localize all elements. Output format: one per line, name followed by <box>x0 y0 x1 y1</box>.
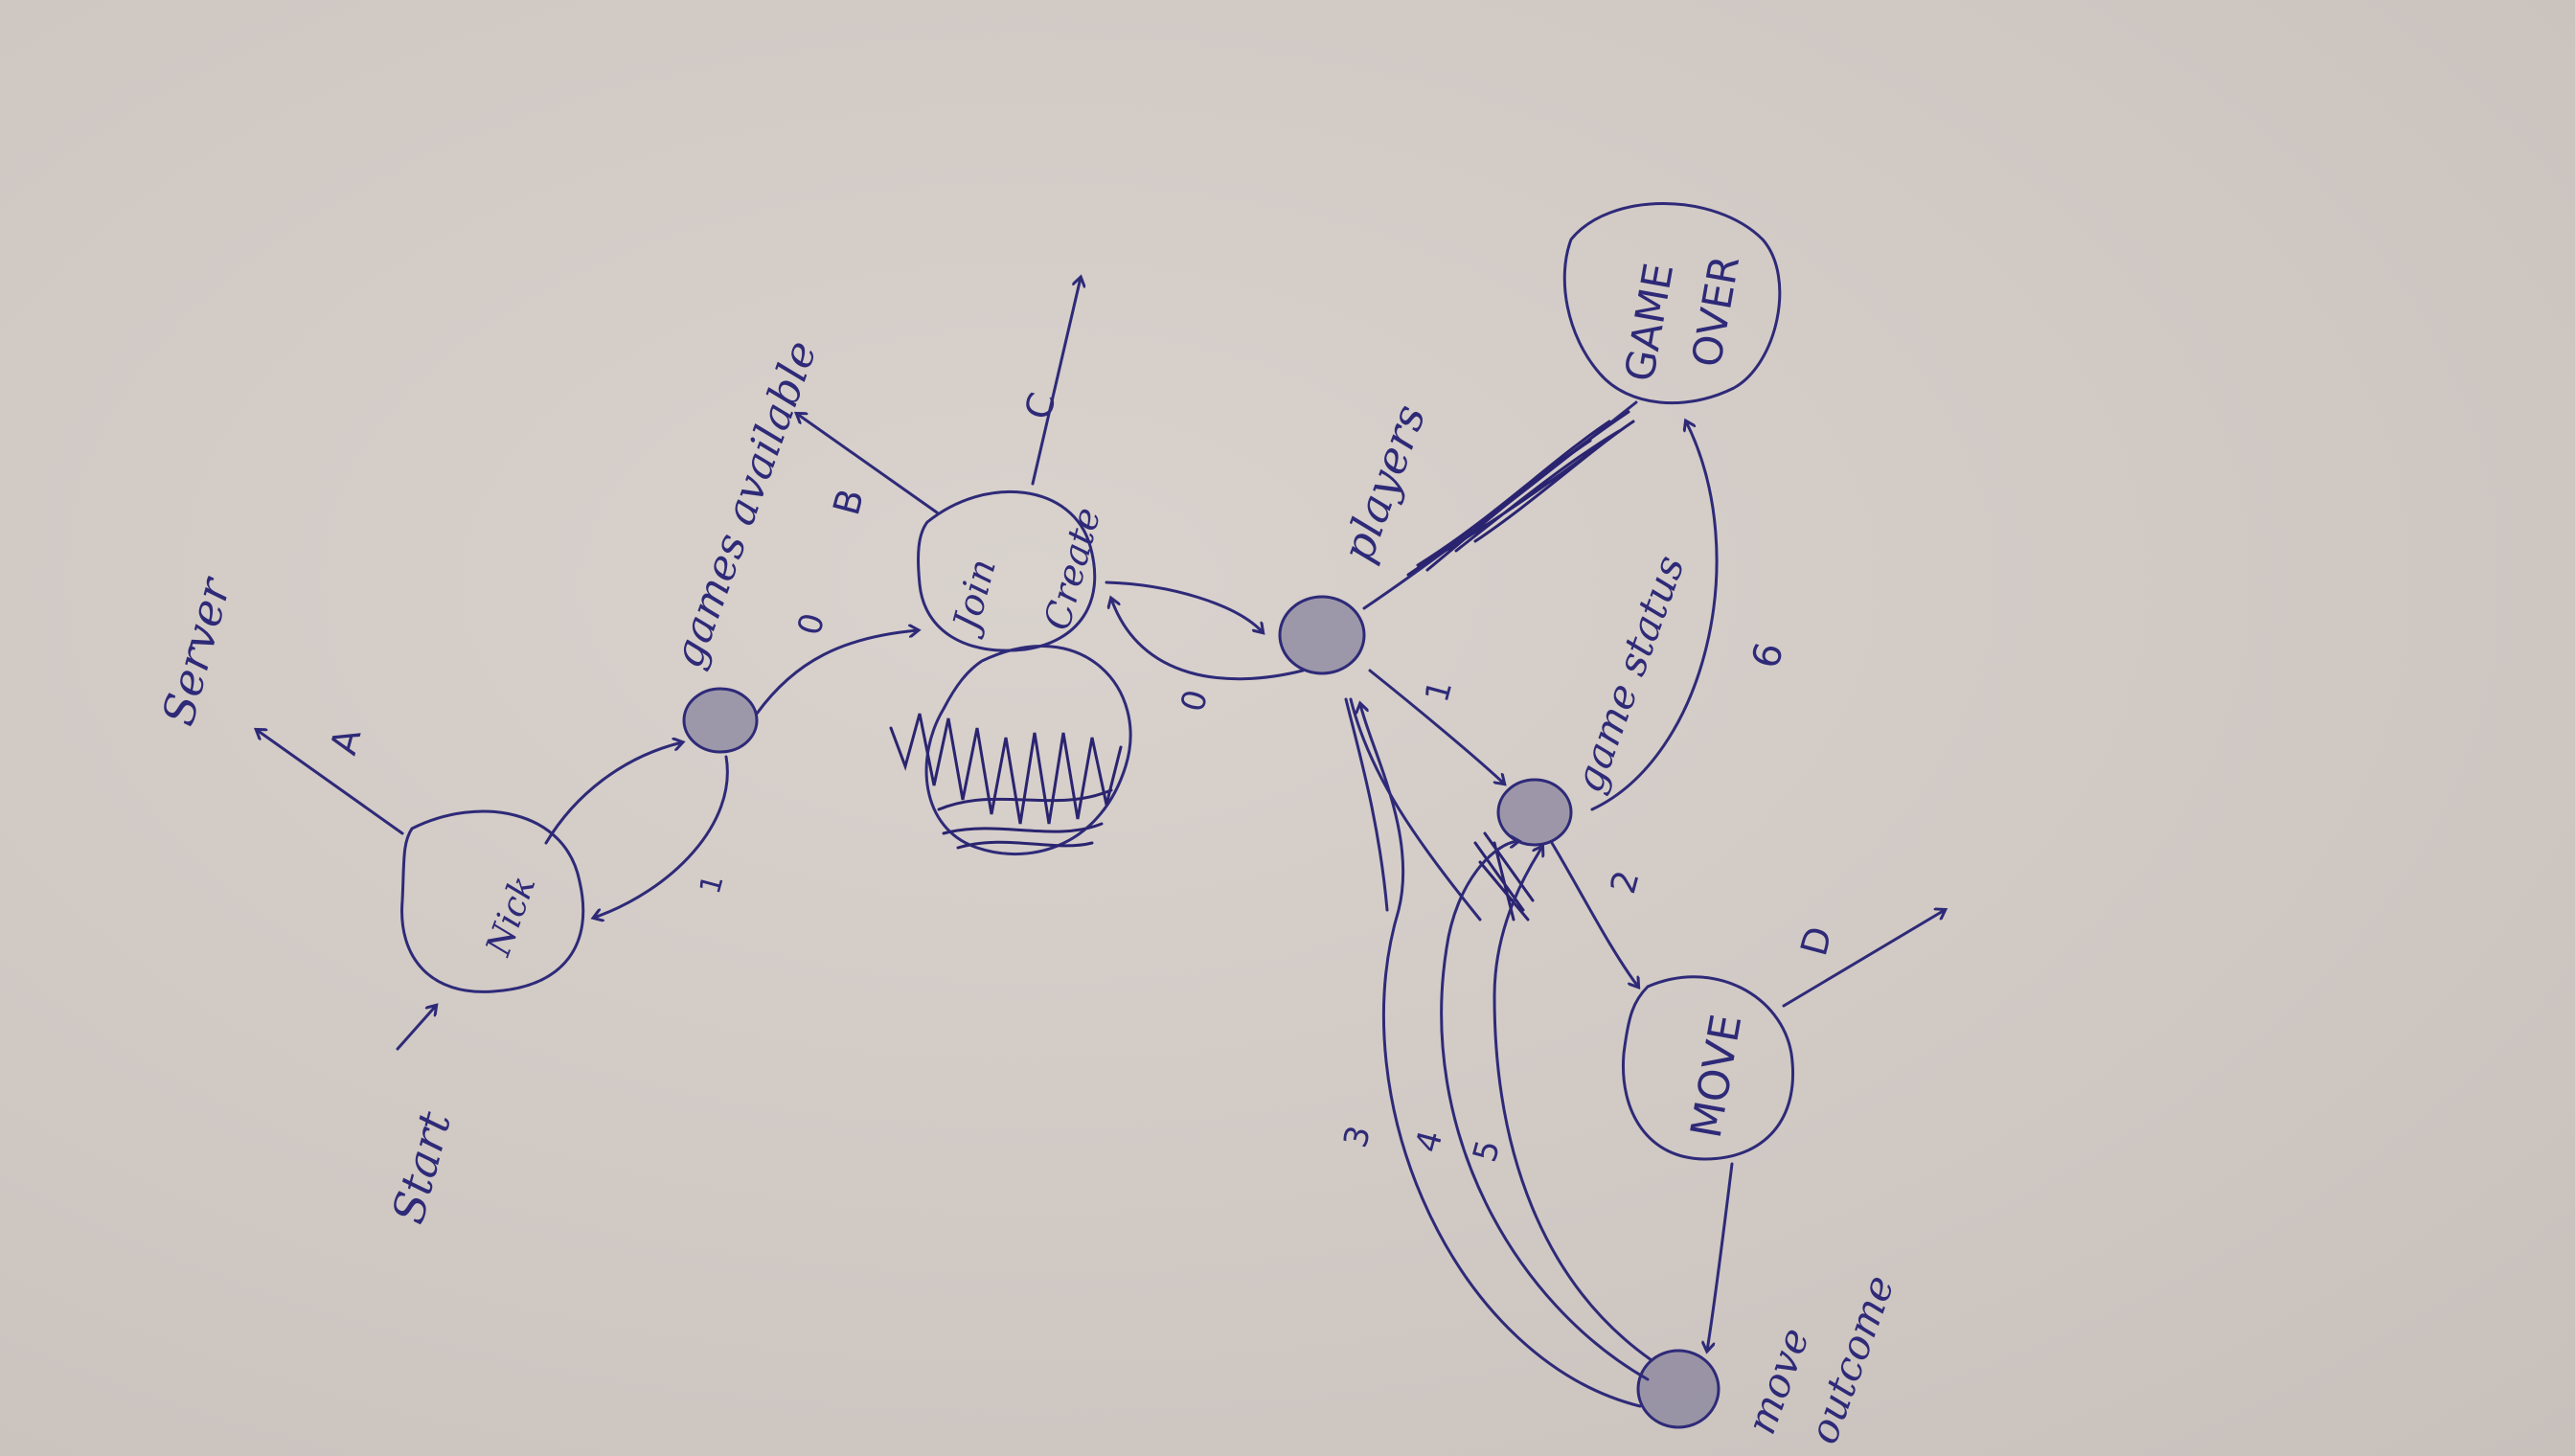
edge-status-to-gameover <box>1590 421 1719 811</box>
label-edge-0a: 0 <box>790 609 832 639</box>
move-outcome-hub <box>1636 1349 1720 1429</box>
arrow-c <box>1031 278 1081 486</box>
label-game-status: game status <box>1564 549 1694 798</box>
start-arrow <box>396 1006 436 1051</box>
label-edge-4: 4 <box>1408 1126 1450 1156</box>
crossed-loop <box>924 645 1132 856</box>
label-move-outcome-2: outcome <box>1799 1269 1903 1449</box>
loop-scribble-2 <box>937 788 1113 850</box>
label-nick: Nick <box>479 871 544 962</box>
players-hub <box>1278 595 1366 675</box>
edge-extra-2 <box>1349 697 1482 921</box>
gameover-edge-scribble <box>1406 410 1635 577</box>
label-move: MOVE <box>1682 1011 1752 1142</box>
loop-scribble <box>889 713 1123 825</box>
edge-status-to-move <box>1550 841 1638 987</box>
game-status-hub <box>1496 778 1573 847</box>
edge-players-to-status <box>1368 669 1504 784</box>
edge-move-to-outcome <box>1707 1162 1734 1351</box>
edge-extra-1 <box>1344 697 1389 912</box>
label-game-over-1: GAME <box>1616 260 1683 385</box>
label-edge-5: 5 <box>1466 1136 1508 1166</box>
label-c: C <box>1016 388 1063 423</box>
label-server: Server <box>151 570 240 730</box>
edge-outcome-4 <box>1440 841 1650 1381</box>
game-over-node <box>1562 202 1782 405</box>
edge-outcome-3 <box>1360 704 1642 1408</box>
label-a: A <box>322 724 369 760</box>
label-edge-1a: 1 <box>694 872 731 899</box>
label-game-over-2: OVER <box>1683 252 1749 371</box>
edge-games-to-join <box>755 630 918 716</box>
label-start: Start <box>381 1105 461 1228</box>
label-edge-0b: 0 <box>1174 686 1216 716</box>
move-node <box>1621 975 1794 1161</box>
label-edge-6: 6 <box>1743 638 1792 672</box>
arrow-b <box>797 414 939 514</box>
edge-outcome-5 <box>1493 847 1653 1362</box>
label-players: players <box>1332 398 1436 569</box>
arrow-d <box>1782 910 1945 1008</box>
arrow-a <box>257 730 404 835</box>
label-edge-3: 3 <box>1336 1122 1379 1151</box>
label-create: Create <box>1036 503 1108 634</box>
games-available-hub <box>682 687 759 754</box>
label-b: B <box>825 485 872 520</box>
label-join: Join <box>943 555 1004 641</box>
edge-join-to-players <box>1105 580 1263 632</box>
status-scribble <box>1473 831 1535 921</box>
label-d: D <box>1792 922 1840 961</box>
label-edge-1b: 1 <box>1418 676 1460 706</box>
label-edge-2: 2 <box>1604 867 1648 899</box>
edge-nick-to-games <box>544 742 682 845</box>
join-create-node <box>917 489 1097 652</box>
edge-games-to-nick <box>594 755 729 918</box>
nick-node <box>400 809 585 993</box>
edge-players-to-join <box>1111 599 1305 681</box>
